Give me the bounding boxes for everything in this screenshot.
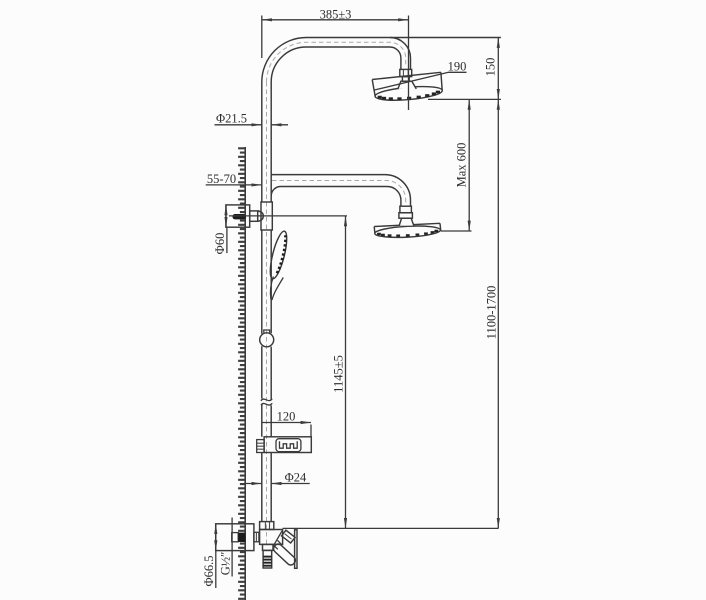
svg-text:190: 190 [448, 59, 467, 73]
svg-text:385±3: 385±3 [320, 7, 352, 21]
svg-text:55-70: 55-70 [207, 172, 236, 186]
svg-text:Φ21.5: Φ21.5 [216, 112, 247, 126]
svg-text:120: 120 [277, 409, 296, 423]
svg-text:150: 150 [484, 58, 498, 77]
svg-text:1145±5: 1145±5 [332, 355, 346, 393]
svg-text:Φ24: Φ24 [285, 470, 307, 484]
svg-text:Max 600: Max 600 [455, 143, 469, 188]
svg-text:1100-1700: 1100-1700 [485, 286, 499, 340]
svg-text:Φ60: Φ60 [213, 233, 227, 255]
svg-text:G½″: G½″ [218, 552, 232, 576]
svg-text:Φ66.5: Φ66.5 [202, 555, 216, 586]
